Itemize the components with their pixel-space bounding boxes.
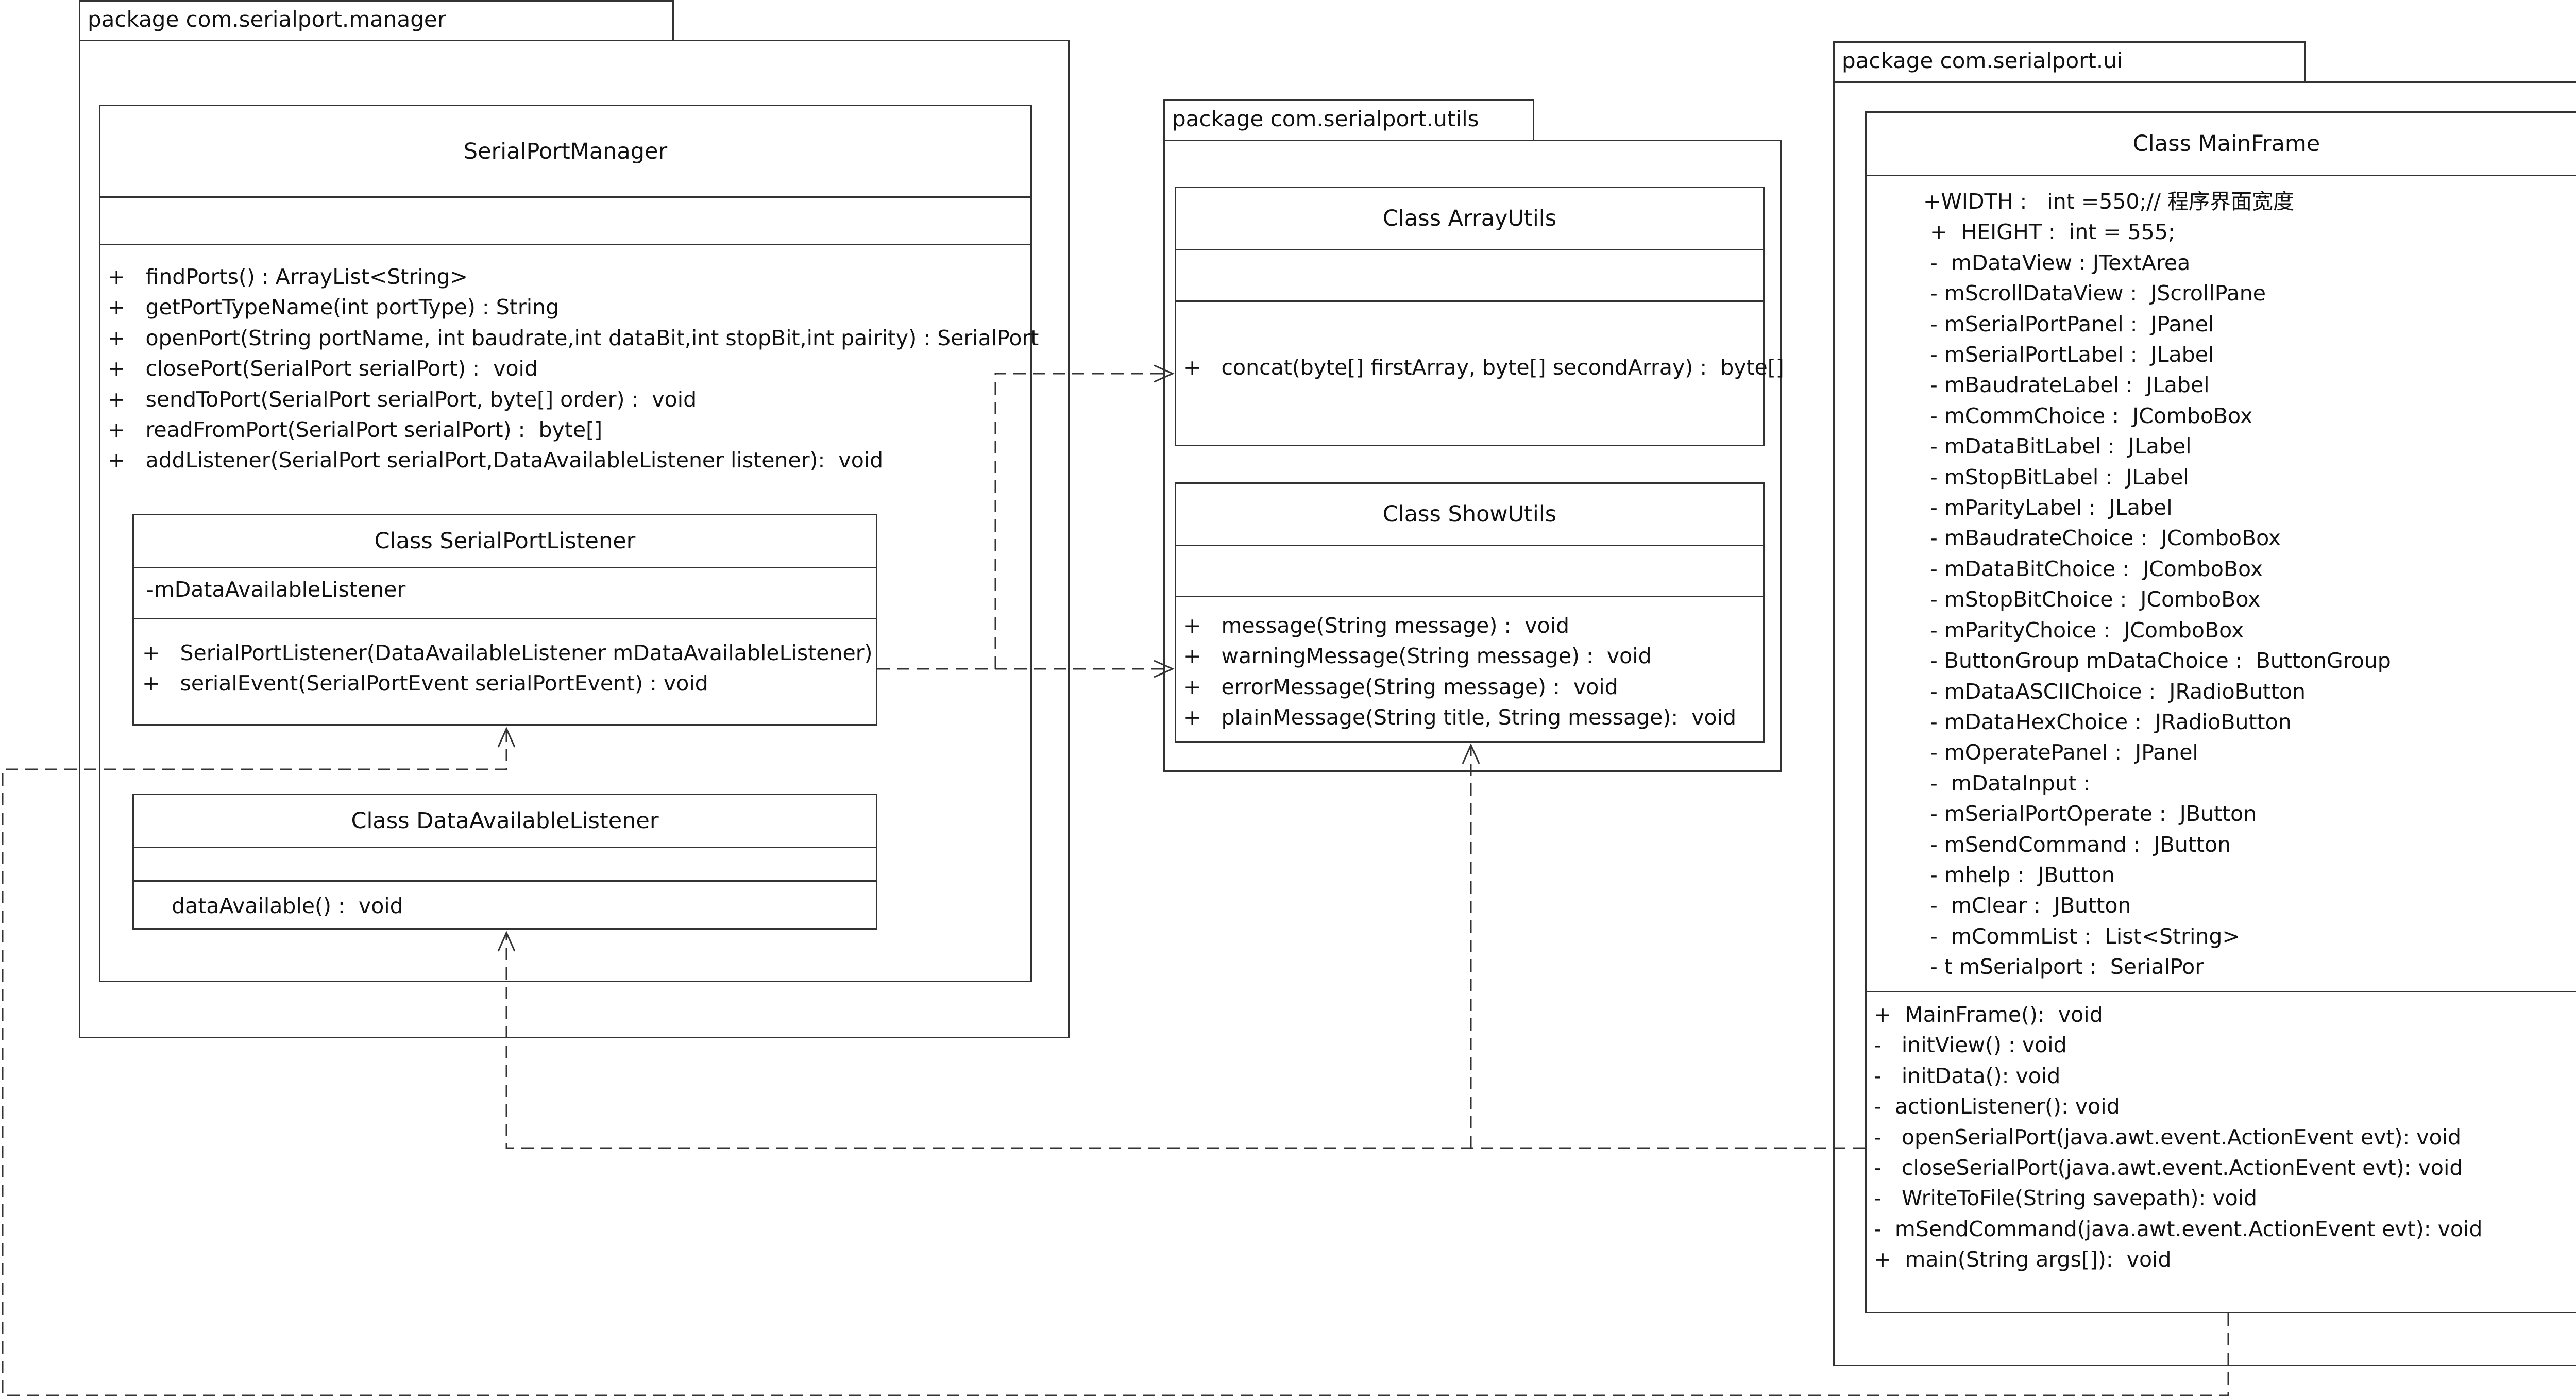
class-name: Class DataAvailableListener [134,795,876,848]
attribute: - mStopBitLabel : JLabel [1923,464,2189,490]
attribute: - mStopBitChoice : JComboBox [1923,587,2261,612]
attribute: - mScrollDataView : JScrollPane [1923,281,2266,306]
class-operations: + MainFrame(): void - initView() : void … [1867,992,2576,1312]
operation: dataAvailable() : void [151,894,403,918]
attribute: - mDataView : JTextArea [1923,250,2191,275]
class-name: SerialPortManager [100,106,1030,198]
package-manager-tab: package com.serialport.manager [79,0,674,40]
attribute: - ButtonGroup mDataChoice : ButtonGroup [1923,648,2391,673]
operation: + readFromPort(SerialPort serialPort) : … [108,417,603,443]
operation: + concat(byte[] firstArray, byte[] secon… [1183,355,1784,380]
attribute: - mBaudrateChoice : JComboBox [1923,526,2281,551]
class-name: Class ShowUtils [1176,484,1763,546]
operation: - mSendCommand(java.awt.event.ActionEven… [1874,1216,2483,1241]
attribute: - mSendCommand : JButton [1923,832,2231,857]
class-attributes [1176,250,1763,302]
class-name: Class MainFrame [1867,113,2576,176]
attribute: - mCommChoice : JComboBox [1923,403,2253,428]
class-array-utils: Class ArrayUtils + concat(byte[] firstAr… [1175,187,1784,446]
package-utils-tab: package com.serialport.utils [1163,99,1534,140]
operation: + SerialPortListener(DataAvailableListen… [142,641,873,665]
class-attributes [134,848,876,882]
attribute: - mParityLabel : JLabel [1923,495,2173,520]
package-ui-label: package com.serialport.ui [1842,48,2123,73]
class-operations: + concat(byte[] firstArray, byte[] secon… [1176,302,1784,445]
operation: + closePort(SerialPort serialPort) : voi… [108,356,538,381]
operation: - initView() : void [1874,1033,2067,1058]
attribute: - mSerialPortOperate : JButton [1923,801,2257,827]
operation: + errorMessage(String message) : void [1183,674,1618,699]
operation: + sendToPort(SerialPort serialPort, byte… [108,386,697,412]
attribute: - mDataInput : [1923,770,2091,796]
attribute: - mBaudrateLabel : JLabel [1923,373,2210,398]
operation: + serialEvent(SerialPortEvent serialPort… [142,671,708,696]
class-attributes [100,198,1030,245]
class-serial-port-listener: Class SerialPortListener -mDataAvailable… [132,514,877,726]
operation: + addListener(SerialPort serialPort,Data… [108,448,884,473]
attribute: - mSerialPortPanel : JPanel [1923,311,2214,336]
class-name: Class ArrayUtils [1176,188,1763,250]
class-operations: + SerialPortListener(DataAvailableListen… [134,619,876,724]
attribute: - mDataBitLabel : JLabel [1923,434,2192,459]
operation: + plainMessage(String title, String mess… [1183,705,1736,730]
attribute: - mCommList : List<String> [1923,923,2240,949]
attribute: - mDataASCIIChoice : JRadioButton [1923,679,2306,704]
operation: + main(String args[]): void [1874,1247,2172,1272]
operation: + MainFrame(): void [1874,1002,2103,1027]
package-utils-label: package com.serialport.utils [1172,106,1479,131]
class-attributes: +WIDTH : int =550;// 程序界面宽度 + HEIGHT : i… [1867,176,2576,992]
class-operations: + message(String message) : void + warni… [1176,597,1763,741]
operation: + warningMessage(String message) : void [1183,644,1652,669]
operation: - WriteToFile(String savepath): void [1874,1186,2258,1211]
operation: - actionListener(): void [1874,1094,2120,1119]
attribute: - t mSerialport : SerialPor [1923,954,2204,980]
attribute: - mClear : JButton [1923,893,2131,918]
attribute: - mhelp : JButton [1923,862,2115,887]
operation: + findPorts() : ArrayList<String> [108,264,468,289]
class-main-frame: Class MainFrame +WIDTH : int =550;// 程序界… [1865,111,2576,1313]
package-manager-label: package com.serialport.manager [88,7,446,32]
attribute: - mOperatePanel : JPanel [1923,740,2198,765]
attribute: -mDataAvailableListener [146,577,406,602]
operation: + message(String message) : void [1183,613,1570,638]
operation: - initData(): void [1874,1063,2061,1088]
class-operations: + findPorts() : ArrayList<String> + getP… [100,245,1039,981]
attribute: - mDataHexChoice : JRadioButton [1923,709,2292,734]
class-name: Class SerialPortListener [134,515,876,568]
operation: - openSerialPort(java.awt.event.ActionEv… [1874,1124,2462,1150]
operation: + getPortTypeName(int portType) : String [108,295,560,320]
operation: + openPort(String portName, int baudrate… [108,325,1039,350]
attribute: - mDataBitChoice : JComboBox [1923,556,2263,581]
attribute: +WIDTH : int =550;// 程序界面宽度 [1923,189,2294,214]
attribute: - mParityChoice : JComboBox [1923,617,2244,643]
class-attributes [1176,546,1763,597]
attribute: + HEIGHT : int = 555; [1923,220,2175,245]
attribute: - mSerialPortLabel : JLabel [1923,342,2214,367]
class-attributes: -mDataAvailableListener [134,568,876,619]
package-ui-tab: package com.serialport.ui [1833,41,2306,81]
class-operations: dataAvailable() : void [134,882,876,928]
class-data-available-listener: Class DataAvailableListener dataAvailabl… [132,794,877,930]
class-show-utils: Class ShowUtils + message(String message… [1175,482,1765,743]
operation: - closeSerialPort(java.awt.event.ActionE… [1874,1155,2463,1181]
